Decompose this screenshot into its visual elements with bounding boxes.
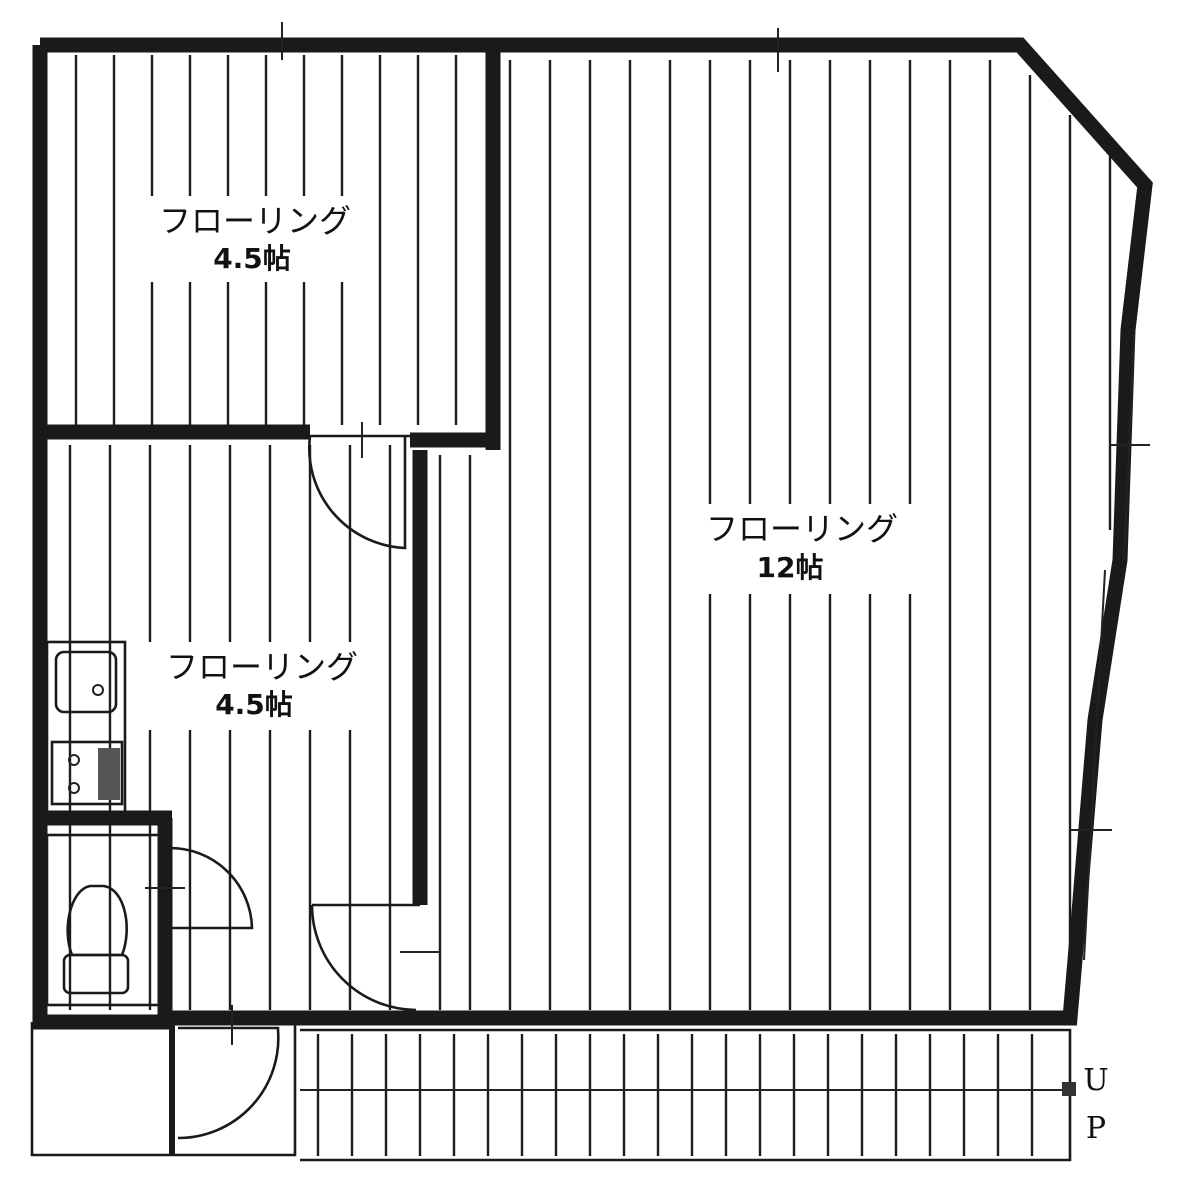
stair-marker — [1062, 1082, 1076, 1096]
room-size: 4.5帖 — [213, 242, 291, 275]
sink-icon — [54, 650, 118, 714]
room-label: フローリング — [159, 202, 351, 240]
door-top-left-room — [308, 434, 410, 550]
drain-icon — [92, 684, 104, 696]
label-bg-middle-left — [148, 642, 373, 730]
stove-panel-icon — [98, 748, 120, 800]
room-size: 4.5帖 — [215, 688, 293, 721]
stair-up-label: U — [1083, 1063, 1108, 1098]
exterior-wall — [40, 37, 1153, 1026]
exterior-wall-left — [32, 45, 170, 1030]
window-marks — [1083, 334, 1135, 961]
door-bathroom — [169, 846, 254, 930]
room-size: 12帖 — [757, 551, 824, 584]
room-label: フローリング — [166, 648, 358, 686]
stair-outline — [300, 1028, 1072, 1162]
kitchen-counter — [45, 640, 127, 819]
stair-up-label: P — [1086, 1111, 1106, 1146]
label-bg-top-left — [140, 196, 365, 282]
label-bg-large — [690, 504, 915, 594]
room-label: フローリング — [706, 510, 898, 548]
burner-icon — [68, 754, 80, 766]
stair-treads — [316, 1034, 1034, 1156]
door-large-room — [310, 903, 420, 1012]
door-entry — [177, 1026, 280, 1140]
stove-icon — [50, 740, 124, 806]
burner-icon — [68, 782, 80, 794]
toilet-icon — [45, 833, 161, 1007]
entry-room-outline — [30, 1022, 297, 1157]
door-ticks — [145, 22, 1150, 1045]
